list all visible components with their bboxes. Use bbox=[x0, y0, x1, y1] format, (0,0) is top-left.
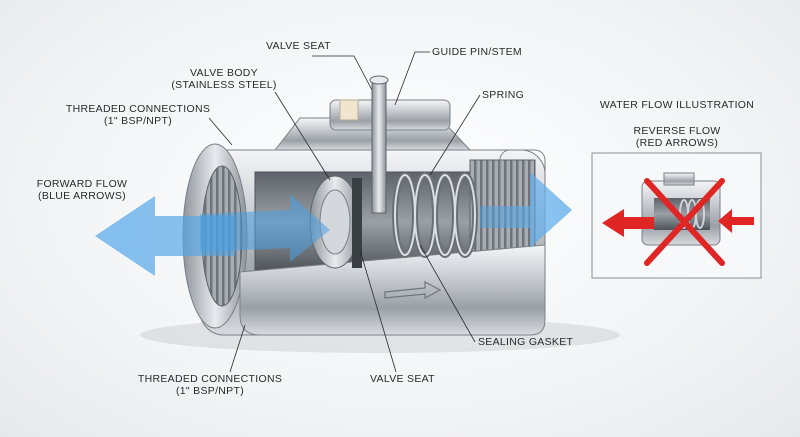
forward-flow-arrow-right bbox=[480, 172, 572, 248]
label-threaded-connections-bottom: THREADED CONNECTIONS (1" BSP/NPT) bbox=[137, 373, 283, 397]
reverse-flow-arrow-right bbox=[718, 209, 754, 233]
label-sealing-gasket: SEALING GASKET bbox=[478, 336, 574, 348]
forward-flow-arrow-middle bbox=[200, 194, 330, 262]
inset-title: WATER FLOW ILLUSTRATION bbox=[599, 99, 755, 111]
valve-body-lower bbox=[239, 244, 546, 336]
label-guide-pin-stem: GUIDE PIN/STEM bbox=[432, 46, 522, 58]
label-valve-seat-top: VALVE SEAT bbox=[266, 40, 331, 52]
reverse-flow-inset-graphic bbox=[591, 152, 762, 279]
guide-stem bbox=[369, 75, 389, 214]
label-forward-flow: FORWARD FLOW (BLUE ARROWS) bbox=[36, 178, 128, 202]
blocked-x-mark bbox=[644, 178, 725, 266]
label-valve-seat-bottom: VALVE SEAT bbox=[370, 373, 435, 385]
label-valve-body: VALVE BODY (STAINLESS STEEL) bbox=[171, 67, 277, 91]
label-threaded-connections-top: THREADED CONNECTIONS (1" BSP/NPT) bbox=[65, 103, 211, 127]
label-spring: SPRING bbox=[482, 89, 525, 101]
flow-direction-mark bbox=[384, 281, 442, 299]
leader-lines bbox=[208, 51, 481, 373]
inset-subtitle: REVERSE FLOW (RED ARROWS) bbox=[633, 125, 721, 149]
forward-flow-arrows bbox=[95, 172, 572, 276]
reverse-flow-arrow-left bbox=[602, 209, 654, 237]
